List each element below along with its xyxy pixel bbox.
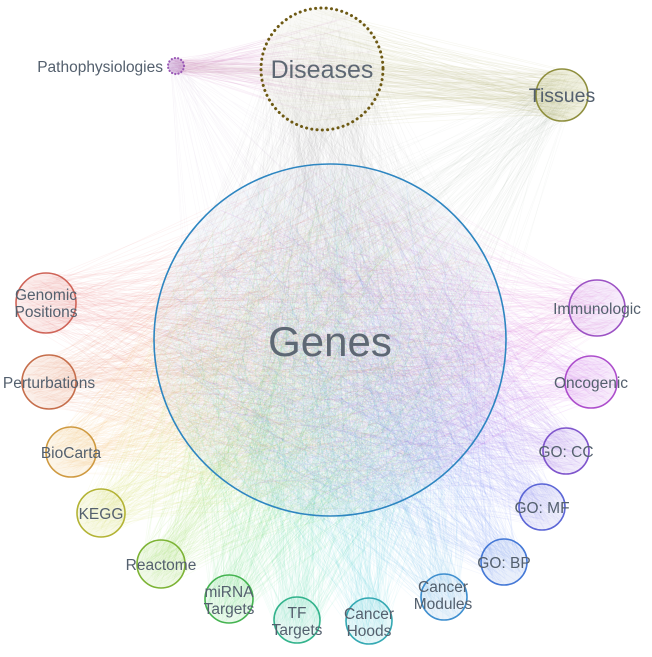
node-diseases[interactable] <box>259 6 385 132</box>
label-go-bp: GO: BP <box>477 555 530 572</box>
label-biocarta: BioCarta <box>41 445 102 462</box>
node-immunologic[interactable] <box>568 279 626 337</box>
edge-fan-biocarta--genes <box>47 173 497 503</box>
node-reactome[interactable] <box>136 539 186 589</box>
edge-fan-cancer-modules--genes <box>159 178 501 619</box>
label-immunologic: Immunologic <box>553 301 641 318</box>
labels: Genes Diseases PathophysiologiesTissuesGen… <box>3 56 641 640</box>
node-oncogenic[interactable] <box>564 355 618 409</box>
node-genes[interactable] <box>153 163 507 517</box>
edge-fans <box>16 8 625 643</box>
edge-fan-immunologic--genes <box>160 166 625 513</box>
node-mirna-targets[interactable] <box>204 574 254 624</box>
node-biocarta[interactable] <box>45 426 97 478</box>
edge-fan-perturbations--genes <box>23 168 504 508</box>
node-go-bp[interactable] <box>480 538 528 586</box>
edge-fan-diseases--genes <box>156 8 505 513</box>
edge-fan-pathophysiologies--diseases <box>168 15 381 124</box>
label-oncogenic: Oncogenic <box>554 375 628 392</box>
node-kegg[interactable] <box>76 488 126 538</box>
edge-fan-tf-targets--genes <box>156 165 493 643</box>
edge-fan-go-mf--genes <box>160 171 564 530</box>
edge-fan-go-bp--genes <box>162 179 526 585</box>
nodes <box>15 6 626 645</box>
label-genes: Genes <box>268 318 392 365</box>
node-perturbations[interactable] <box>21 354 77 410</box>
node-tf-targets[interactable] <box>273 596 321 644</box>
label-diseases: Diseases <box>271 56 374 84</box>
edge-fan-tissues--diseases <box>263 8 588 129</box>
edge-fan-go-cc--genes <box>160 177 589 514</box>
label-go-mf: GO: MF <box>514 500 569 517</box>
node-go-mf[interactable] <box>518 483 566 531</box>
label-perturbations: Perturbations <box>3 375 95 392</box>
label-tissues: Tissues <box>529 85 596 107</box>
edge-fan-genomic-positions--genes <box>16 165 503 503</box>
edge-fan-tissues--genes <box>154 71 585 507</box>
node-tissues[interactable] <box>535 68 589 122</box>
node-genomic-positions[interactable] <box>15 272 77 334</box>
edge-fan-reactome--genes <box>137 173 504 588</box>
edge-fan-mirna-targets--genes <box>163 166 501 622</box>
edge-fan-oncogenic--genes <box>154 166 617 505</box>
label-pathophysiologies: Pathophysiologies <box>37 59 163 76</box>
edge-fan-pathophysiologies--tissues <box>168 59 587 118</box>
node-cancer-hoods[interactable] <box>345 597 393 645</box>
label-reactome: Reactome <box>126 557 197 574</box>
edge-fan-kegg--genes <box>76 168 503 538</box>
label-go-cc: GO: CC <box>538 444 593 461</box>
node-go-cc[interactable] <box>542 427 590 475</box>
edge-fan-pathophysiologies--genes <box>168 61 497 510</box>
label-kegg: KEGG <box>79 506 124 523</box>
edge-fan-cancer-hoods--genes <box>161 169 504 643</box>
node-pathophysiologies[interactable] <box>166 56 186 76</box>
node-cancer-modules[interactable] <box>420 573 468 621</box>
